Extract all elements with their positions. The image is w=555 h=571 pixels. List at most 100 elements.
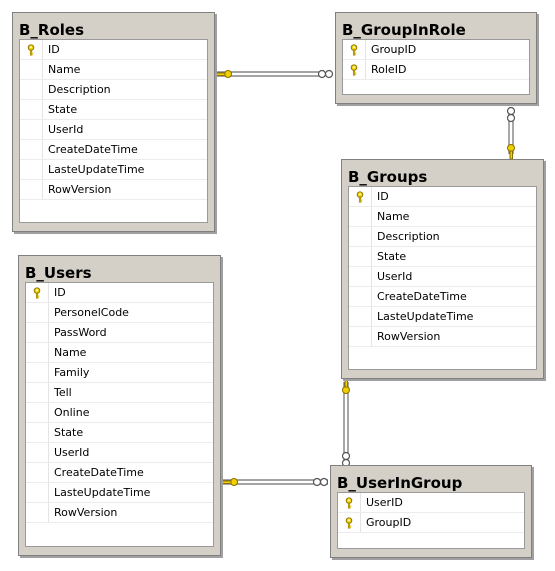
row-selector xyxy=(349,247,372,266)
column-row[interactable]: State xyxy=(349,247,536,267)
column-row[interactable]: UserId xyxy=(26,443,213,463)
column-row[interactable]: LasteUpdateTime xyxy=(26,483,213,503)
column-name: RoleID xyxy=(371,63,407,76)
column-name: Name xyxy=(54,346,87,359)
row-selector xyxy=(20,160,43,179)
column-name: Name xyxy=(377,210,410,223)
column-row[interactable]: LasteUpdateTime xyxy=(349,307,536,327)
column-row[interactable]: RowVersion xyxy=(20,180,207,200)
column-row[interactable]: UserID xyxy=(338,493,524,513)
row-selector xyxy=(349,327,372,346)
row-selector xyxy=(343,60,366,79)
column-row[interactable]: RowVersion xyxy=(26,503,213,523)
column-name: ID xyxy=(48,43,60,56)
column-row[interactable]: Name xyxy=(26,343,213,363)
row-selector xyxy=(338,493,361,512)
many-end-groupinrole-groups xyxy=(506,106,516,116)
column-row[interactable]: CreateDateTime xyxy=(26,463,213,483)
column-name: Name xyxy=(48,63,81,76)
table-title: B_UserInGroup xyxy=(337,474,463,492)
column-name: UserId xyxy=(48,123,84,136)
primary-key-icon xyxy=(31,286,43,299)
column-row[interactable]: UserId xyxy=(20,120,207,140)
row-selector xyxy=(26,303,49,322)
column-name: RowVersion xyxy=(48,183,112,196)
column-row[interactable]: Tell xyxy=(26,383,213,403)
column-row[interactable]: ID xyxy=(26,283,213,303)
column-name: CreateDateTime xyxy=(377,290,467,303)
row-selector xyxy=(349,287,372,306)
column-name: UserId xyxy=(54,446,90,459)
column-row[interactable]: RowVersion xyxy=(349,327,536,347)
column-row[interactable]: PersonelCode xyxy=(26,303,213,323)
row-selector xyxy=(20,60,43,79)
column-name: Description xyxy=(48,83,111,96)
column-name: UserId xyxy=(377,270,413,283)
row-selector xyxy=(20,140,43,159)
table-title: B_Users xyxy=(25,264,92,282)
row-selector xyxy=(26,483,49,502)
row-selector xyxy=(20,100,43,119)
row-selector xyxy=(26,423,49,442)
primary-key-icon xyxy=(25,43,37,56)
row-selector xyxy=(26,503,49,522)
column-row[interactable]: Name xyxy=(349,207,536,227)
column-name: State xyxy=(48,103,78,116)
column-name: Tell xyxy=(54,386,72,399)
table-title: B_Groups xyxy=(348,168,428,186)
column-row[interactable]: RoleID xyxy=(343,60,529,80)
primary-key-icon xyxy=(354,190,366,203)
column-row[interactable]: State xyxy=(26,423,213,443)
row-selector xyxy=(26,463,49,482)
row-selector xyxy=(26,343,49,362)
column-row[interactable]: UserId xyxy=(349,267,536,287)
row-selector xyxy=(20,180,43,199)
column-row[interactable]: Description xyxy=(20,80,207,100)
column-row[interactable]: Online xyxy=(26,403,213,423)
column-row[interactable]: Family xyxy=(26,363,213,383)
row-selector xyxy=(349,307,372,326)
column-list: GroupID RoleID xyxy=(342,39,530,95)
row-selector xyxy=(349,267,372,286)
column-row[interactable]: Description xyxy=(349,227,536,247)
column-list: UserID GroupID xyxy=(337,492,525,549)
table-b-useringroup[interactable]: B_UserInGroup UserID GroupID xyxy=(330,465,532,558)
column-row[interactable]: ID xyxy=(20,40,207,60)
column-row[interactable]: Name xyxy=(20,60,207,80)
column-row[interactable]: ID xyxy=(349,187,536,207)
key-end-roles xyxy=(213,70,232,78)
table-title: B_Roles xyxy=(19,21,85,39)
many-end-groups-useringroup xyxy=(341,451,351,461)
column-row[interactable]: CreateDateTime xyxy=(20,140,207,160)
column-row[interactable]: GroupID xyxy=(338,513,524,533)
primary-key-icon xyxy=(343,516,355,529)
column-row[interactable]: PassWord xyxy=(26,323,213,343)
column-name: Online xyxy=(54,406,90,419)
column-name: ID xyxy=(54,286,66,299)
column-name: PassWord xyxy=(54,326,107,339)
row-selector xyxy=(26,403,49,422)
many-end-users-useringroup xyxy=(312,477,322,487)
column-row[interactable]: LasteUpdateTime xyxy=(20,160,207,180)
column-name: CreateDateTime xyxy=(48,143,138,156)
column-name: LasteUpdateTime xyxy=(377,310,474,323)
column-name: UserID xyxy=(366,496,403,509)
column-row[interactable]: State xyxy=(20,100,207,120)
row-selector xyxy=(26,363,49,382)
column-name: Family xyxy=(54,366,90,379)
column-name: Description xyxy=(377,230,440,243)
row-selector xyxy=(349,207,372,226)
column-row[interactable]: CreateDateTime xyxy=(349,287,536,307)
column-name: RowVersion xyxy=(377,330,441,343)
row-selector xyxy=(343,40,366,59)
column-row[interactable]: GroupID xyxy=(343,40,529,60)
row-selector xyxy=(20,40,43,59)
column-name: State xyxy=(54,426,84,439)
column-name: LasteUpdateTime xyxy=(54,486,151,499)
